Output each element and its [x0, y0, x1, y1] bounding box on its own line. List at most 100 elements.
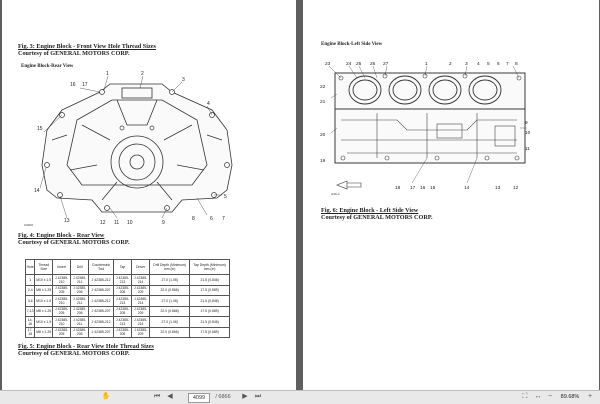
- table-cell: J 42385-205: [52, 284, 72, 296]
- rear-diagram-code: G9600: [24, 223, 33, 227]
- document-page-left: Fig. 3: Engine Block - Front View Hole T…: [2, 0, 296, 390]
- side-callout-8: 8: [515, 61, 518, 67]
- table-cell: J 42385-213: [112, 274, 133, 286]
- fig6-courtesy: Courtesy of GENERAL MOTORS CORP.: [321, 214, 433, 222]
- table-cell: J 42385-210: [52, 316, 72, 328]
- table-cell: J 42385-206: [70, 326, 90, 338]
- fig4-title: Fig. 4: Engine Block - Rear View: [18, 232, 105, 239]
- hand-icon[interactable]: ✋: [101, 393, 111, 400]
- side-callout-18: 18: [395, 185, 401, 191]
- fig3-courtesy: Courtesy of GENERAL MOTORS CORP.: [18, 50, 130, 58]
- page-number-input[interactable]: 4099: [188, 392, 210, 403]
- table-cell: M10 x 1.5: [34, 274, 54, 286]
- engine-block-rear-diagram: 1 2 3 4 5 6 7 8 9 10 11 12 13 14 15 16 1…: [24, 71, 233, 227]
- next-page-icon[interactable]: ▶: [242, 393, 248, 400]
- rear-callout-15: 15: [37, 126, 43, 132]
- side-callout-22: 22: [320, 84, 326, 90]
- rear-callout-4: 4: [207, 101, 210, 107]
- table-cell: J 42385-208: [112, 284, 133, 296]
- table-cell: J 42385-211: [70, 274, 90, 286]
- side-callout-7: 7: [506, 61, 509, 67]
- table-cell: M10 x 1.5: [34, 295, 54, 307]
- table-cell: 21.5 (0.846): [189, 316, 230, 328]
- table-cell: J 42385-205: [52, 305, 72, 317]
- rear-callout-16: 16: [70, 82, 76, 88]
- viewer-toolbar: ✋ ⏮ ◀ 4099 / 6866 ▶ ⏭ ⛶ ↔ − 89.68% +: [0, 390, 600, 404]
- table-cell: 14-16: [24, 316, 36, 328]
- table-header-row: Hole Thread Size Insert Drill Countersin…: [24, 259, 230, 275]
- table-cell: J 42385-212: [88, 316, 114, 328]
- col-thread-size: Thread Size: [34, 259, 54, 275]
- rear-callout-8: 8: [192, 216, 195, 222]
- table-cell: 27.0 (1.06): [149, 316, 191, 328]
- prev-page-icon[interactable]: ◀: [167, 393, 173, 400]
- table-cell: M8 x 1.25: [34, 326, 54, 338]
- left-side-view-label: Engine Block-Left Side View: [321, 42, 383, 47]
- table-cell: J 42385-211: [70, 316, 90, 328]
- fig5-caption: Fig. 5: Engine Block - Rear View Hole Th…: [18, 343, 154, 357]
- col-hole: Hole: [24, 259, 36, 275]
- table-cell: 21.5 (0.846): [189, 274, 230, 286]
- table-cell: J 42385-209: [131, 305, 151, 317]
- side-callout-11: 11: [525, 146, 530, 152]
- table-cell: 22.0 (0.866): [149, 326, 191, 338]
- table-cell: J 42385-207: [88, 305, 114, 317]
- fig3-caption: Fig. 3: Engine Block - Front View Hole T…: [18, 43, 156, 57]
- side-callout-17: 17: [410, 185, 416, 191]
- table-cell: 1: [24, 274, 36, 286]
- side-callout-10: 10: [525, 130, 531, 136]
- rear-callout-7: 7: [222, 216, 225, 222]
- side-callout-2: 2: [449, 61, 452, 67]
- table-cell: J 42385-206: [70, 305, 90, 317]
- side-callout-9: 9: [525, 120, 528, 126]
- table-cell: J 42385-213: [112, 316, 133, 328]
- col-drill: Drill: [70, 259, 90, 275]
- zoom-in-icon[interactable]: +: [587, 393, 593, 400]
- fig4-courtesy: Courtesy of GENERAL MOTORS CORP.: [18, 239, 130, 247]
- zoom-out-icon[interactable]: −: [547, 393, 553, 400]
- table-cell: 2-4: [24, 284, 36, 296]
- table-cell: J 42385-208: [112, 326, 133, 338]
- fit-width-icon[interactable]: ↔: [534, 393, 542, 400]
- zoom-level[interactable]: 89.68%: [560, 394, 580, 400]
- side-callout-21: 21: [320, 99, 326, 105]
- col-driver: Driver: [131, 259, 151, 275]
- side-callout-16: 16: [420, 185, 426, 191]
- last-page-icon[interactable]: ⏭: [254, 393, 262, 400]
- fig4-caption: Fig. 4: Engine Block - Rear View Courtes…: [18, 232, 130, 246]
- table-cell: J 42385-206: [70, 284, 90, 296]
- hole-thread-table: Hole Thread Size Insert Drill Countersin…: [24, 259, 230, 338]
- table-cell: J 42385-209: [131, 326, 151, 338]
- fig3-title: Fig. 3: Engine Block - Front View Hole T…: [18, 43, 156, 50]
- table-cell: J 42385-214: [131, 316, 151, 328]
- engine-block-left-side-diagram: 23 24 25 26 27 1 2 3 4 5 6 7 8 22 21 20 …: [320, 61, 531, 196]
- table-cell: J 42385-211: [70, 295, 90, 307]
- rear-callout-14: 14: [34, 188, 40, 194]
- table-cell: 22.0 (0.866): [149, 305, 191, 317]
- table-cell: J 42385-207: [88, 326, 114, 338]
- side-callout-4: 4: [477, 61, 480, 67]
- rear-callout-1: 1: [106, 71, 109, 77]
- rear-callout-17: 17: [82, 82, 88, 88]
- table-cell: J 42385-213: [112, 295, 133, 307]
- table-cell: 17.5 (0.689): [189, 284, 230, 296]
- table-cell: 27.0 (1.06): [149, 295, 191, 307]
- table-cell: 17-18: [24, 326, 36, 338]
- fit-page-icon[interactable]: ⛶: [522, 393, 528, 400]
- first-page-icon[interactable]: ⏮: [153, 393, 161, 400]
- table-cell: J 42385-209: [131, 284, 151, 296]
- table-cell: M8 x 1.25: [34, 284, 54, 296]
- table-cell: 22.0 (0.866): [149, 284, 191, 296]
- table-cell: J 42385-208: [112, 305, 133, 317]
- fig5-courtesy: Courtesy of GENERAL MOTORS CORP.: [18, 350, 130, 358]
- side-callout-6: 6: [497, 61, 500, 67]
- table-cell: J 42385-210: [52, 295, 72, 307]
- table-cell: M8 x 1.25: [34, 305, 54, 317]
- side-callout-23: 23: [325, 61, 331, 67]
- rear-callout-10: 10: [127, 220, 133, 226]
- front-arrow-icon: [336, 180, 362, 190]
- table-cell: 7-13: [24, 305, 36, 317]
- col-tap-depth: Tap Depth (Minimum) mm (in): [189, 259, 230, 275]
